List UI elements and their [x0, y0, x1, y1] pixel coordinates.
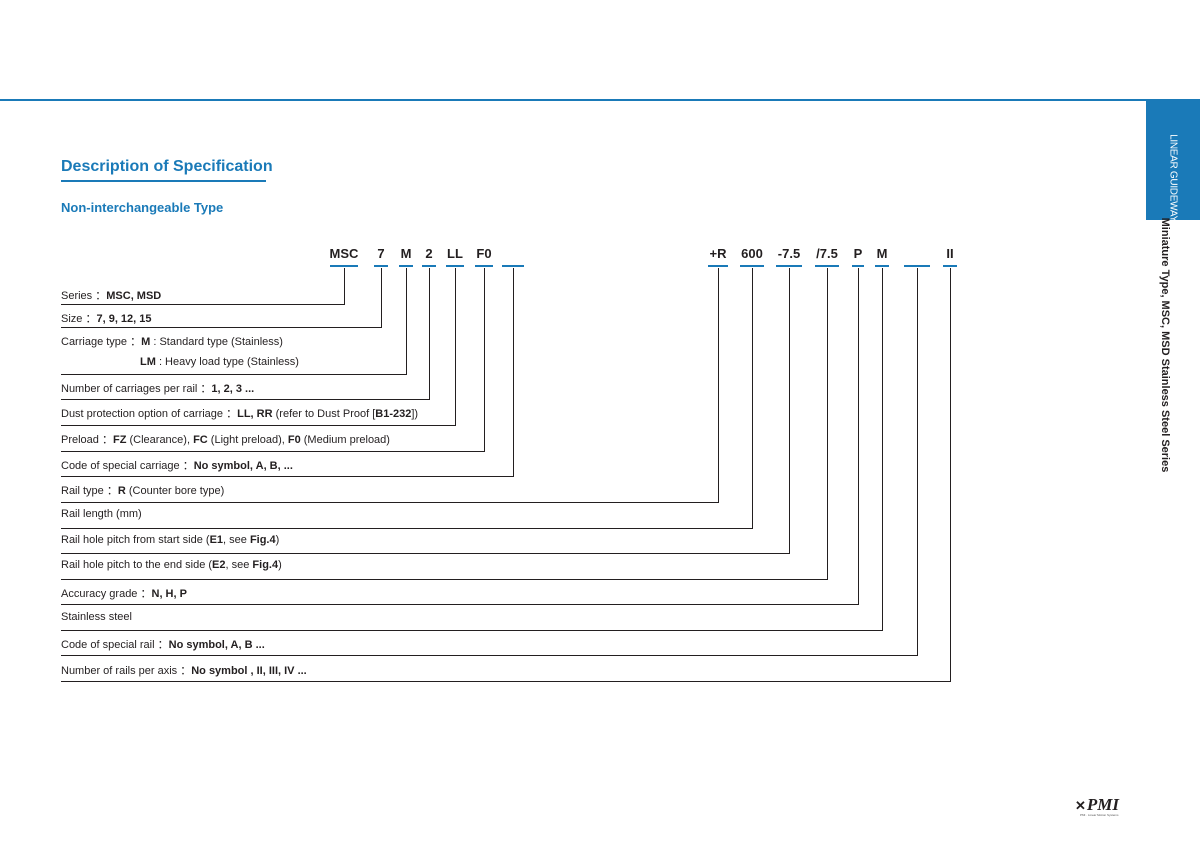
leader-line	[917, 268, 918, 655]
leader-line	[950, 268, 951, 681]
code-accuracy: P	[853, 246, 863, 261]
row-carriage-type-lm: LM : Heavy load type (Stainless)	[140, 356, 299, 368]
code-rails-per-axis: II	[946, 246, 954, 261]
code-underline	[904, 265, 930, 267]
row-size: Size ：7, 9, 12, 15	[61, 313, 152, 325]
row-carriage-count: Number of carriages per rail ：1, 2, 3 ..…	[61, 383, 255, 395]
code-underline	[374, 265, 388, 267]
row-line	[61, 399, 430, 400]
row-line	[61, 476, 514, 477]
row-stainless: Stainless steel	[61, 611, 132, 623]
title-underline	[61, 180, 266, 182]
row-series: Series ：MSC, MSD	[61, 290, 162, 302]
row-preload: Preload ：FZ (Clearance), FC (Light prelo…	[61, 434, 390, 446]
row-line	[61, 604, 859, 605]
row-carriage-type: Carriage type ：M : Standard type (Stainl…	[61, 336, 283, 348]
row-line	[61, 681, 951, 682]
row-line	[61, 655, 918, 656]
leader-line	[789, 268, 790, 553]
leader-line	[718, 268, 719, 502]
code-start-pitch: -7.5	[777, 246, 801, 261]
leader-line	[827, 268, 828, 579]
leader-line	[513, 268, 514, 476]
row-rail-length: Rail length (mm)	[61, 508, 142, 520]
side-tab	[1146, 99, 1200, 220]
pmi-logo: ✕PMI	[1075, 795, 1119, 815]
code-underline	[399, 265, 413, 267]
row-start-pitch: Rail hole pitch from start side (E1, see…	[61, 534, 280, 546]
row-rails-per-axis: Number of rails per axis ：No symbol , II…	[61, 665, 307, 677]
code-dust-protection: LL	[447, 246, 463, 261]
leader-line	[858, 268, 859, 604]
code-end-pitch: /7.5	[816, 246, 838, 261]
leader-line	[484, 268, 485, 451]
code-carriage-count: 2	[425, 246, 433, 261]
row-line	[61, 579, 828, 580]
code-underline	[740, 265, 764, 267]
row-special-carriage: Code of special carriage ：No symbol, A, …	[61, 460, 293, 472]
leader-line	[429, 268, 430, 399]
code-underline	[475, 265, 493, 267]
code-underline	[330, 265, 358, 267]
code-carriage-type: M	[400, 246, 412, 261]
code-underline	[422, 265, 436, 267]
row-line	[61, 502, 719, 503]
row-line	[61, 304, 345, 305]
code-underline	[815, 265, 839, 267]
side-tab-label: LINEAR GUIDEWAY	[1167, 134, 1179, 222]
page-title: Description of Specification	[61, 158, 273, 175]
row-line	[61, 327, 382, 328]
top-rule	[0, 99, 1200, 101]
leader-line	[882, 268, 883, 630]
row-line	[61, 425, 456, 426]
side-series-label: Miniature Type, MSC, MSD Stainless Steel…	[1159, 217, 1171, 473]
row-end-pitch: Rail hole pitch to the end side (E2, see…	[61, 559, 282, 571]
row-line	[61, 451, 485, 452]
code-underline	[852, 265, 864, 267]
row-line	[61, 528, 753, 529]
leader-line	[406, 268, 407, 374]
code-underline	[943, 265, 957, 267]
code-size: 7	[377, 246, 385, 261]
row-special-rail: Code of special rail ：No symbol, A, B ..…	[61, 639, 265, 651]
code-underline	[875, 265, 889, 267]
code-underline	[446, 265, 464, 267]
page-subtitle: Non-interchangeable Type	[61, 200, 224, 215]
row-line	[61, 630, 883, 631]
leader-line	[381, 268, 382, 327]
code-underline	[502, 265, 524, 267]
code-underline	[708, 265, 728, 267]
pmi-logo-subtext: PMI · Linear Motion Systems	[1080, 813, 1119, 817]
code-series: MSC	[329, 246, 359, 261]
code-rail-length: 600	[741, 246, 763, 261]
row-rail-type: Rail type ：R (Counter bore type)	[61, 485, 225, 497]
leader-line	[344, 268, 345, 304]
pmi-logo-name: PMI	[1086, 795, 1120, 814]
pmi-logo-mark-icon: ✕	[1075, 798, 1086, 813]
row-accuracy: Accuracy grade ：N, H, P	[61, 588, 187, 600]
row-line	[61, 374, 407, 375]
row-dust-protection: Dust protection option of carriage ：LL, …	[61, 408, 419, 420]
code-preload: F0	[476, 246, 492, 261]
code-rail-type: +R	[709, 246, 727, 261]
code-underline	[776, 265, 802, 267]
code-stainless: M	[876, 246, 888, 261]
leader-line	[455, 268, 456, 425]
leader-line	[752, 268, 753, 528]
row-line	[61, 553, 790, 554]
